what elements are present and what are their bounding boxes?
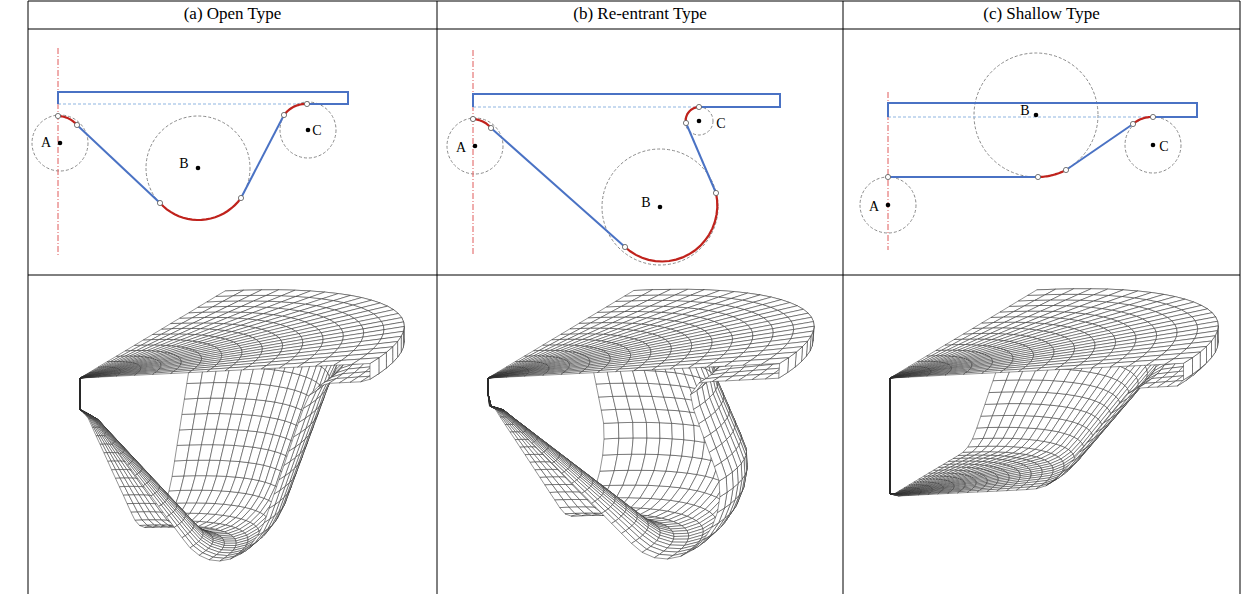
tangent-point xyxy=(304,101,309,106)
center-dot xyxy=(58,141,63,146)
mesh-cell xyxy=(660,423,673,439)
profile-drawing xyxy=(447,50,780,265)
mesh-cell xyxy=(618,438,634,455)
profile-line xyxy=(77,125,160,203)
tangent-point xyxy=(713,190,718,195)
mesh-cell xyxy=(601,409,618,423)
mesh-cell xyxy=(604,423,619,439)
tangent-point xyxy=(696,104,701,109)
mesh-cell xyxy=(224,541,236,543)
center-dot xyxy=(306,128,311,133)
profile-drawing xyxy=(32,48,348,255)
center-dot xyxy=(196,166,201,171)
tangent-point xyxy=(238,195,243,200)
mesh-cell xyxy=(603,438,619,455)
plate-outline xyxy=(473,94,780,107)
center-dot xyxy=(697,119,702,124)
mesh-cell xyxy=(646,422,660,438)
tangent-point xyxy=(470,116,475,121)
center-dot xyxy=(658,205,663,210)
mesh-surface xyxy=(80,290,404,561)
mesh-cell xyxy=(645,438,660,455)
profile-line xyxy=(241,115,284,198)
tangent-point xyxy=(74,122,79,127)
fillet-arc xyxy=(160,198,241,220)
fillet-arc xyxy=(58,116,77,125)
tangent-point xyxy=(281,112,286,117)
fillet-arc xyxy=(473,119,491,128)
mesh-cell xyxy=(80,410,88,416)
mesh-cell xyxy=(683,424,694,441)
center-dot xyxy=(473,144,478,149)
mesh-cell xyxy=(618,422,633,438)
mesh-cell xyxy=(633,422,647,438)
mesh-surface xyxy=(488,289,814,559)
tangent-point xyxy=(622,244,627,249)
mesh-cell xyxy=(224,543,236,545)
tangent-point xyxy=(683,120,688,125)
mesh-cell xyxy=(632,438,647,454)
fillet-arc xyxy=(284,104,307,115)
tangent-point xyxy=(488,125,493,130)
fillet-arc xyxy=(625,193,717,262)
mesh-cell xyxy=(658,438,672,455)
mesh-cell xyxy=(672,423,684,439)
plate-outline xyxy=(58,92,348,104)
tangent-point xyxy=(55,113,60,118)
tangent-point xyxy=(157,200,162,205)
mesh-cell xyxy=(670,439,684,456)
